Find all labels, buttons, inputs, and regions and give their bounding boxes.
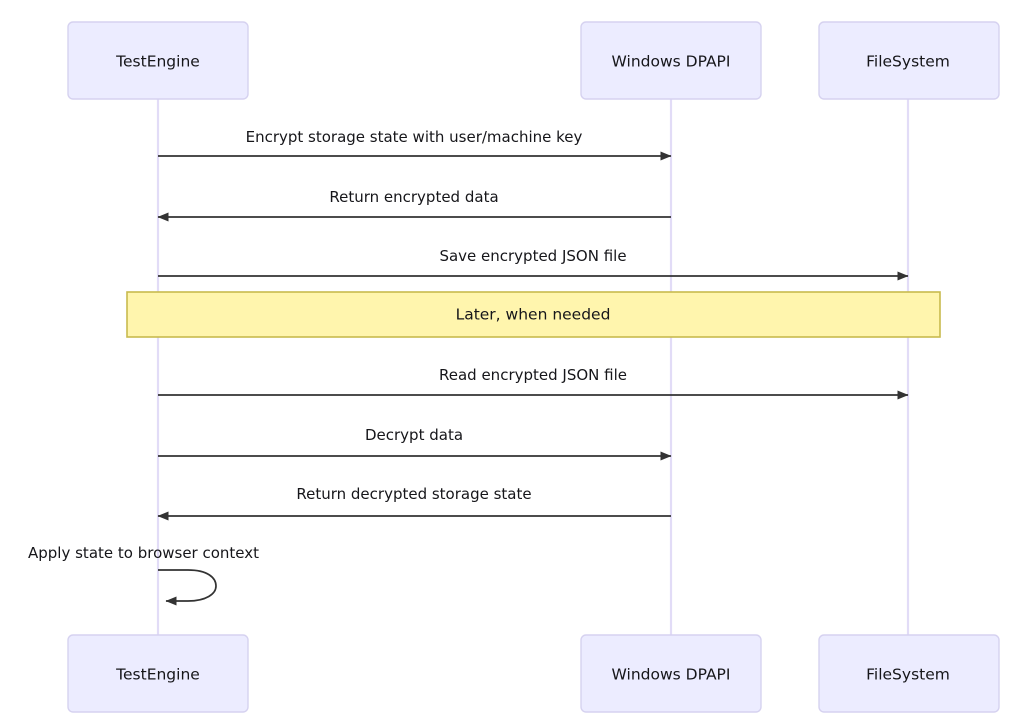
participant-top-filesystem[interactable]: FileSystem: [818, 21, 1000, 100]
note-later-when-needed: Later, when needed: [126, 291, 941, 338]
message-label: Return encrypted data: [329, 188, 498, 206]
participant-box: [67, 21, 249, 100]
message-label: Decrypt data: [365, 426, 463, 444]
message-label: Return decrypted storage state: [296, 485, 531, 503]
participant-box: [67, 634, 249, 713]
participant-box: [580, 634, 762, 713]
participant-bottom-filesystem[interactable]: FileSystem: [818, 634, 1000, 713]
participant-bottom-testengine[interactable]: TestEngine: [67, 634, 249, 713]
self-message-loop: [158, 569, 217, 606]
message-read-encrypted-json-file: Read encrypted JSON file: [158, 366, 909, 400]
note-box: [126, 291, 941, 338]
participant-top-testengine[interactable]: TestEngine: [67, 21, 249, 100]
message-label: Read encrypted JSON file: [439, 366, 627, 384]
message-return-encrypted-data: Return encrypted data: [157, 188, 671, 222]
participant-label: Windows DPAPI: [612, 53, 731, 71]
message-label: Encrypt storage state with user/machine …: [246, 128, 583, 146]
message-encrypt-storage-state: Encrypt storage state with user/machine …: [158, 128, 672, 161]
participants-bottom: TestEngine Windows DPAPI FileSystem: [67, 634, 1000, 713]
message-save-encrypted-json-file: Save encrypted JSON file: [158, 247, 909, 281]
participant-label: Windows DPAPI: [612, 666, 731, 684]
participant-box: [818, 634, 1000, 713]
participant-label: TestEngine: [115, 666, 200, 684]
message-decrypt-data: Decrypt data: [158, 426, 672, 461]
participant-bottom-dpapi[interactable]: Windows DPAPI: [580, 634, 762, 713]
participant-label: FileSystem: [866, 53, 950, 71]
participant-box: [818, 21, 1000, 100]
message-return-decrypted-storage-state: Return decrypted storage state: [157, 485, 671, 521]
participant-top-dpapi[interactable]: Windows DPAPI: [580, 21, 762, 100]
self-message-apply-state: Apply state to browser context: [28, 544, 259, 606]
messages: Encrypt storage state with user/machine …: [157, 128, 909, 521]
participant-label: FileSystem: [866, 666, 950, 684]
participant-box: [580, 21, 762, 100]
self-message-label: Apply state to browser context: [28, 544, 259, 562]
note-label: Later, when needed: [456, 306, 611, 324]
message-label: Save encrypted JSON file: [439, 247, 626, 265]
lifelines: [156, 99, 910, 635]
participants-top: TestEngine Windows DPAPI FileSystem: [67, 21, 1000, 100]
participant-label: TestEngine: [115, 53, 200, 71]
